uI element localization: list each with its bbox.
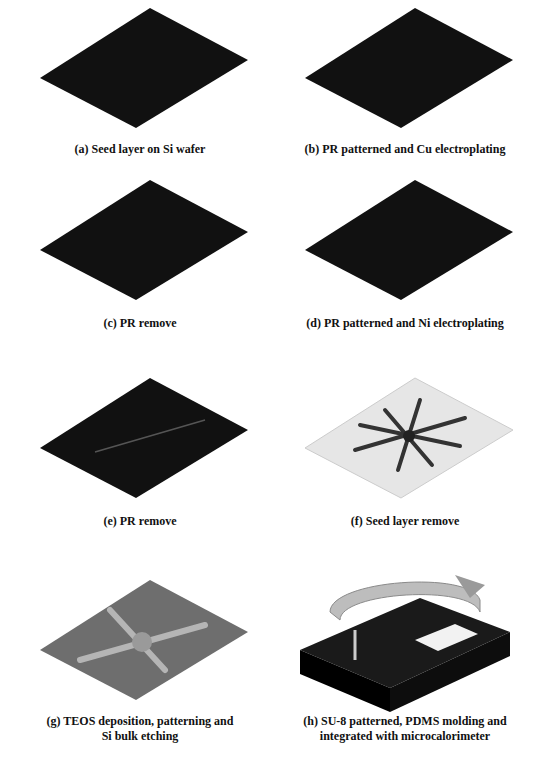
step-caption: (e) PR remove <box>40 514 240 529</box>
pdms-ring <box>330 582 480 620</box>
wafer-plate <box>40 180 248 300</box>
etched-cavity <box>132 632 152 652</box>
wafer-plate <box>305 8 513 128</box>
arrow-head <box>455 575 485 598</box>
step-caption: (c) PR remove <box>40 316 240 331</box>
electrode-line <box>95 420 205 452</box>
wafer-plate <box>305 378 513 498</box>
step-caption: (h) SU-8 patterned, PDMS molding and int… <box>285 714 525 744</box>
etched-pattern <box>80 610 205 670</box>
step-caption: (b) PR patterned and Cu electroplating <box>280 142 530 157</box>
step-caption: (f) Seed layer remove <box>295 514 515 529</box>
wafer-plate <box>305 180 513 300</box>
sensor-center <box>403 430 415 442</box>
wafer-plate <box>40 378 248 498</box>
step-caption: (d) PR patterned and Ni electroplating <box>280 316 530 331</box>
block-side <box>300 650 390 712</box>
step-caption: (g) TEOS deposition, patterning and Si b… <box>43 714 238 744</box>
pipe <box>354 630 357 660</box>
step-caption: (a) Seed layer on Si wafer <box>25 142 255 157</box>
electrode-star <box>355 400 465 470</box>
channel-opening <box>415 624 478 651</box>
wafer-plate <box>40 8 248 128</box>
wafer-plate <box>40 580 248 700</box>
